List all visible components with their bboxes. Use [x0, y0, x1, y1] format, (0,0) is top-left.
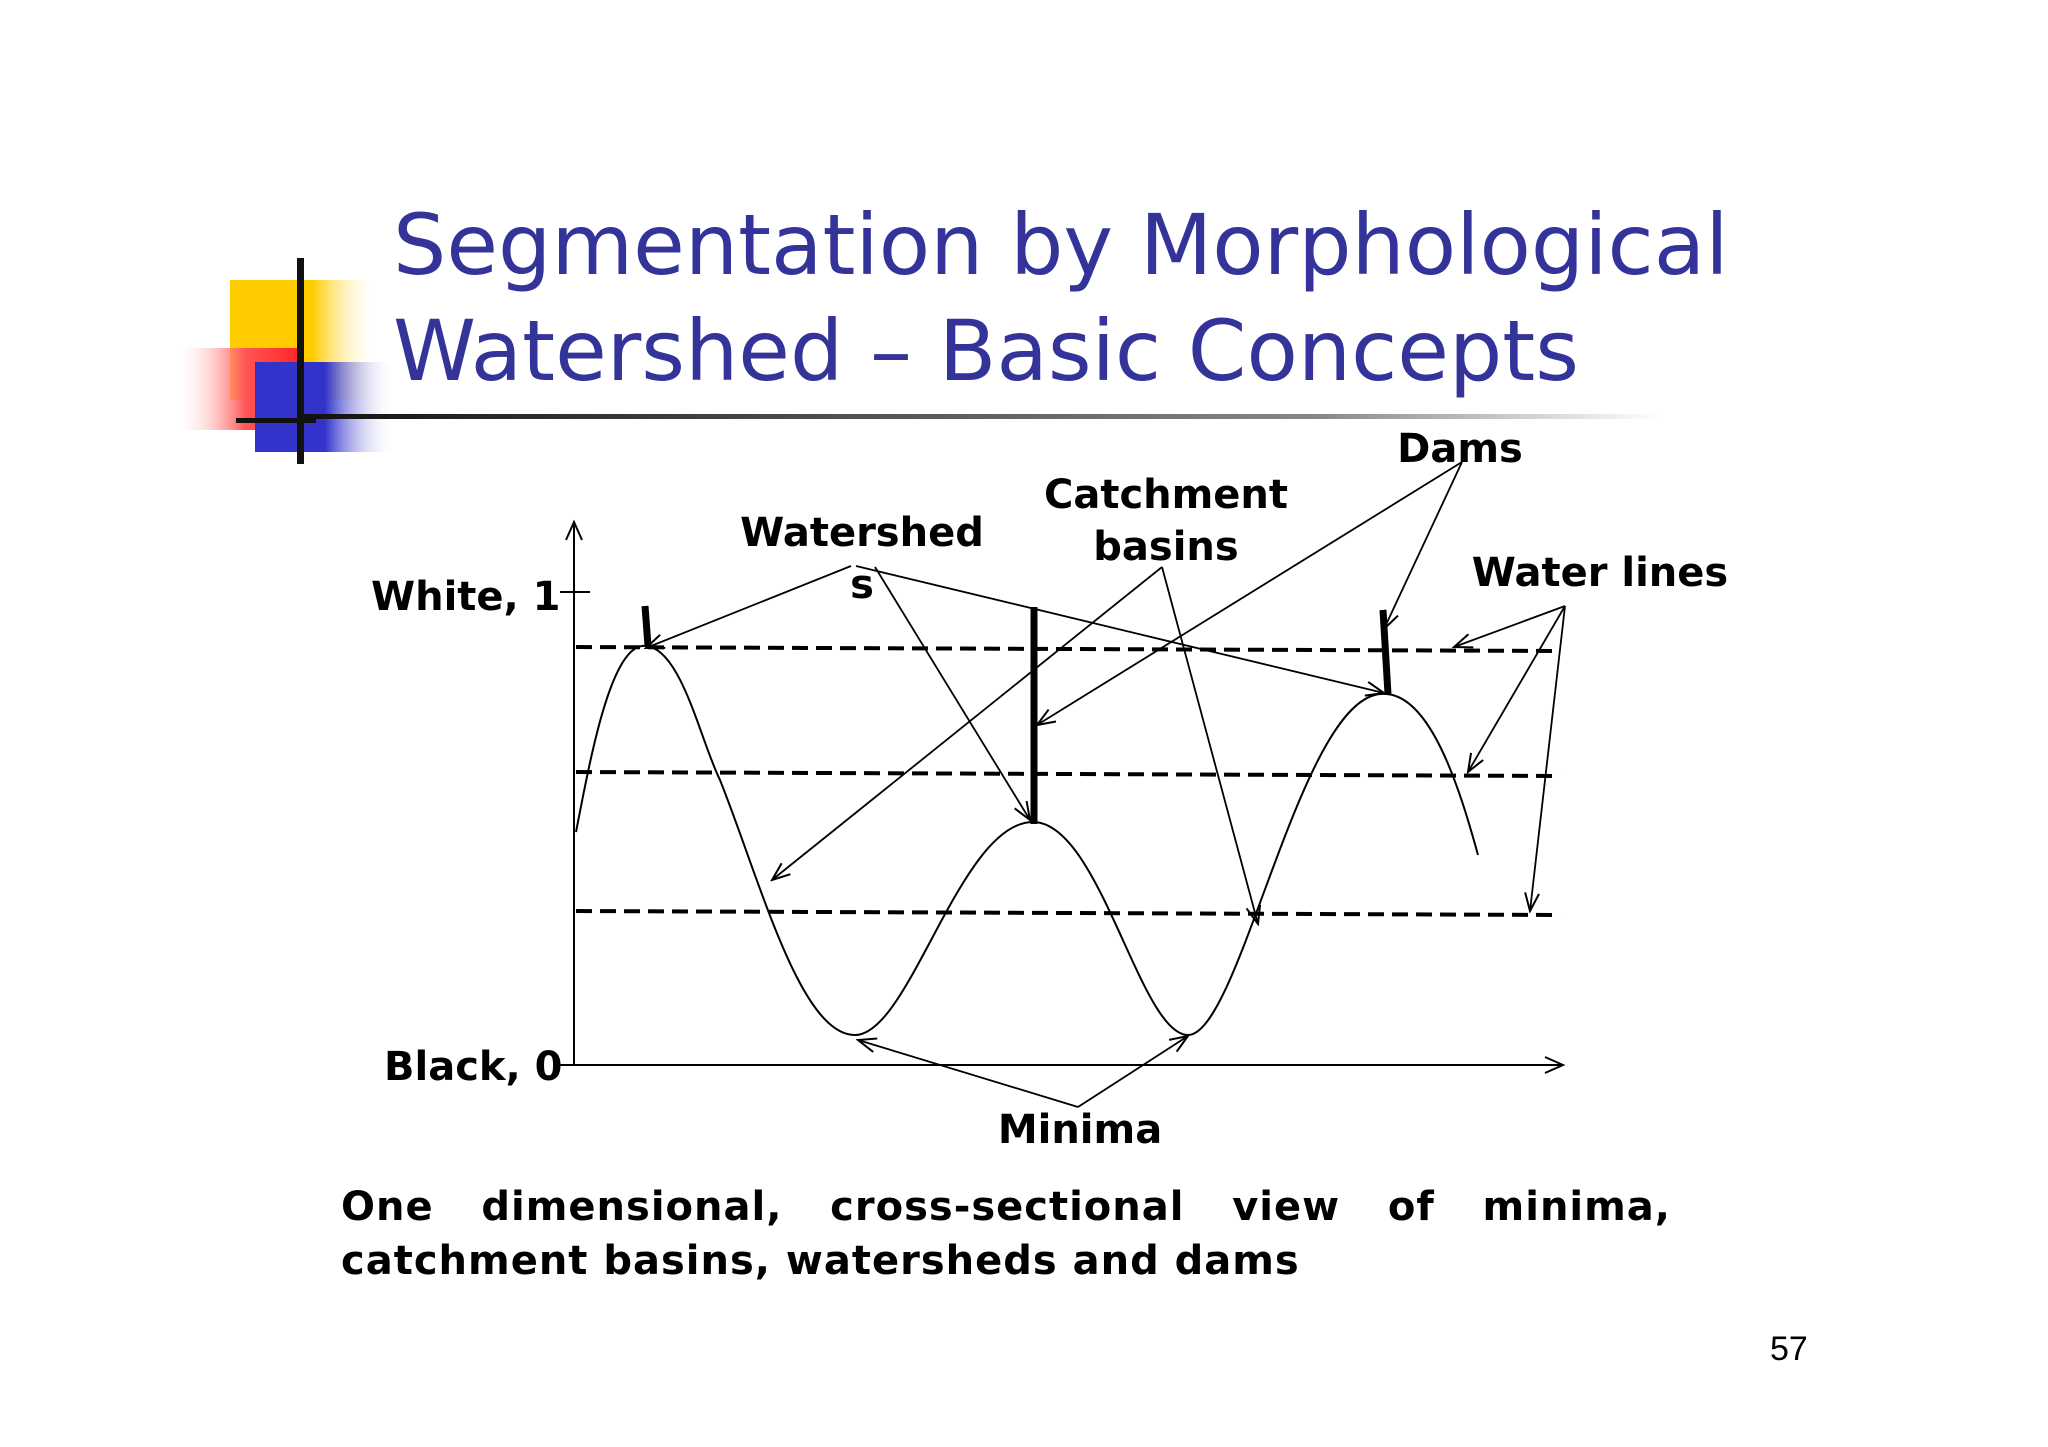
arrow-minima-to-left	[858, 1040, 1079, 1108]
water-lines	[575, 645, 1561, 917]
dams	[641, 605, 1392, 824]
arrow-dams-to-right-dam	[1384, 461, 1463, 629]
y-axis-arrowhead	[565, 519, 583, 541]
label-catchment-line2: basins	[1093, 524, 1238, 570]
arrow-watersheds-to-center-peak	[874, 566, 1030, 820]
water-line-middle	[575, 770, 1561, 778]
label-water-lines: Water lines	[1472, 550, 1728, 596]
arrow-catchment-to-right-basin	[1161, 566, 1258, 924]
label-watersheds-line2: s	[850, 562, 874, 608]
title-decoration	[174, 258, 395, 464]
arrow-watersheds-to-left-peak	[646, 565, 852, 648]
label-dams: Dams	[1397, 426, 1523, 472]
arrow-minima-to-right	[1077, 1036, 1188, 1108]
water-line-bottom	[575, 909, 1561, 917]
arrow-watersheds-to-right-peak	[855, 565, 1384, 693]
intensity-profile-curve	[575, 644, 1479, 1037]
x-axis-arrowhead	[1544, 1056, 1566, 1074]
deco-vertical-bar	[297, 258, 304, 464]
arrow-waterlines-to-bottom	[1530, 605, 1566, 911]
water-line-top	[575, 645, 1561, 653]
arrow-catchment-to-left-basin	[772, 566, 1163, 880]
label-black: Black, 0	[384, 1044, 562, 1090]
label-watersheds-line1: Watershed	[740, 510, 984, 556]
arrow-waterlines-to-top	[1454, 605, 1566, 647]
deco-horizontal-bar	[236, 418, 316, 423]
axes	[560, 519, 1566, 1074]
label-white: White, 1	[371, 574, 561, 620]
slide-caption: One dimensional, cross-sectional view of…	[341, 1184, 1671, 1284]
slide-title-line1: Segmentation by Morphological	[393, 196, 1729, 294]
arrow-dams-to-center-dam	[1037, 461, 1463, 725]
slide-title-line2: Watershed – Basic Concepts	[393, 302, 1579, 400]
deco-blue-square	[255, 362, 395, 452]
label-minima: Minima	[998, 1107, 1162, 1153]
arrow-waterlines-to-middle	[1468, 605, 1566, 772]
annotation-arrows	[646, 461, 1566, 1108]
dam-left	[641, 605, 652, 647]
slide-title: Segmentation by Morphological Watershed …	[393, 192, 1729, 404]
page-number: 57	[1770, 1330, 1808, 1368]
label-catchment-line1: Catchment	[1044, 472, 1288, 518]
title-rule	[300, 414, 1660, 419]
